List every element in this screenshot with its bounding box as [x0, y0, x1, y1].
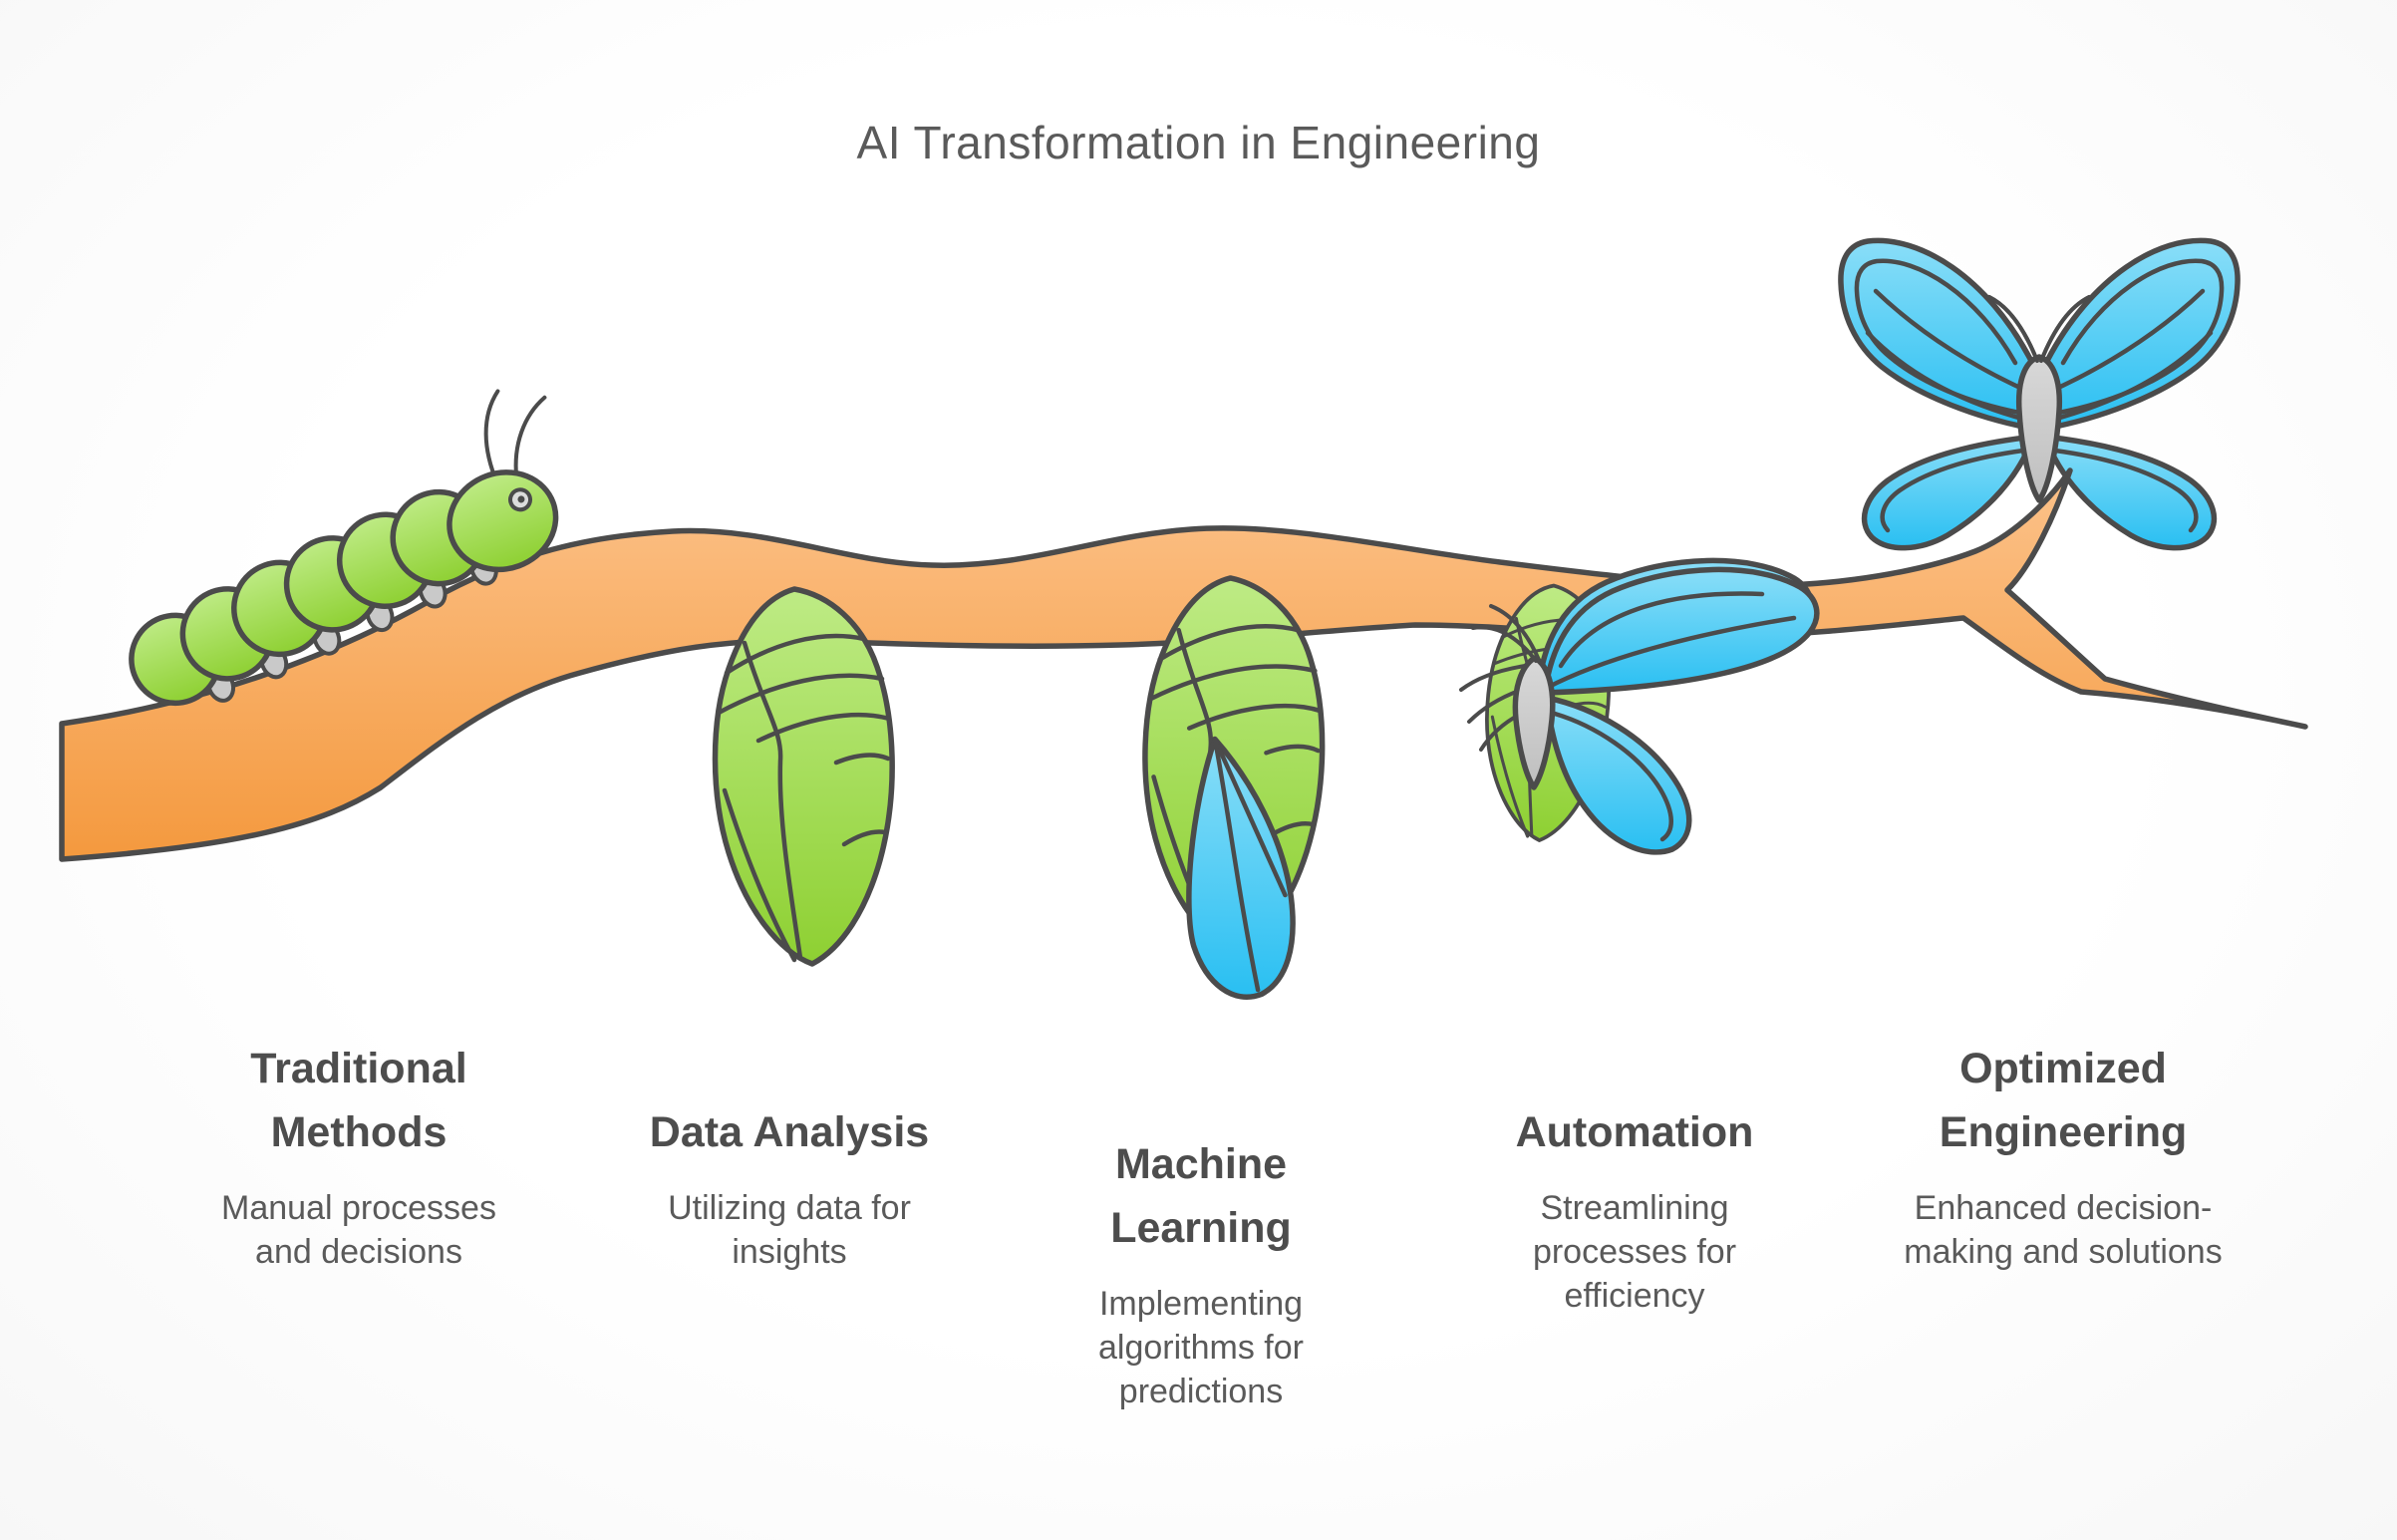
stage-label-traditional-methods: Traditional Methods Manual processes and…: [204, 1037, 513, 1274]
butterfly-antennae: [1987, 295, 2091, 363]
stage-title: Traditional Methods: [250, 1045, 467, 1156]
butterfly-illustration: [1841, 240, 2238, 547]
stage-label-machine-learning: Machine Learning Implementing algorithms…: [1071, 1132, 1331, 1413]
chrysalis-emerging-illustration: [1136, 575, 1328, 1000]
stage-title: Automation: [1515, 1108, 1754, 1156]
stage-description: Manual processes and decisions: [221, 1189, 496, 1271]
stage-label-data-analysis: Data Analysis Utilizing data for insight…: [620, 1100, 959, 1274]
stage-description: Utilizing data for insights: [668, 1189, 911, 1271]
stage-description: Streamlining processes for efficiency: [1532, 1189, 1737, 1315]
stage-description: Enhanced decision-making and solutions: [1904, 1189, 2223, 1271]
caterpillar-eye: [508, 487, 533, 512]
stage-description: Implementing algorithms for predictions: [1098, 1285, 1304, 1410]
stage-title: Machine Learning: [1110, 1140, 1292, 1252]
caterpillar-illustration: [129, 389, 559, 707]
stage-label-optimized-engineering: Optimized Engineering Enhanced decision-…: [1874, 1037, 2252, 1274]
stage-label-automation: Automation Streamlining processes for ef…: [1495, 1100, 1774, 1318]
chrysalis-illustration: [716, 589, 893, 964]
page-title: AI Transformation in Engineering: [856, 117, 1541, 168]
stage-title: Data Analysis: [649, 1108, 930, 1156]
butterfly-emerging-illustration: [1459, 557, 1820, 855]
stage-title: Optimized Engineering: [1939, 1045, 2188, 1156]
